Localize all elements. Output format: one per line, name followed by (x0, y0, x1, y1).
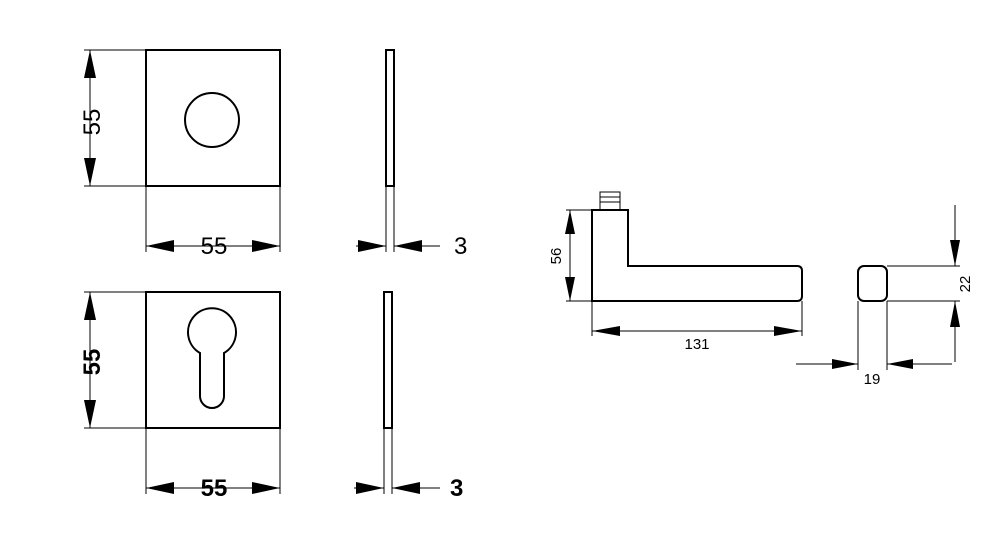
bar-width-dimension: 19 (796, 301, 952, 388)
cylinder-rosette-thickness-label: 3 (450, 475, 463, 502)
bar-height-label: 22 (957, 276, 974, 293)
cylinder-rosette-plate (145, 291, 281, 429)
round-rosette-side-view (385, 49, 395, 187)
cylinder-keyhole (187, 307, 237, 409)
cylinder-rosette-thickness-dimension: 3 (354, 428, 463, 502)
handle-length-label: 131 (684, 336, 709, 353)
cylinder-rosette-height-dimension: 55 (79, 291, 146, 429)
round-rosette-front-view (145, 49, 281, 187)
handle-lever-body (591, 209, 803, 302)
bar-height-dimension: 22 (887, 205, 974, 362)
cylinder-rosette-height-label: 55 (79, 349, 106, 376)
lever-handle-side-view (591, 191, 803, 302)
cylinder-rosette-width-dimension: 55 (145, 428, 281, 502)
lever-bar-cross-section (857, 265, 888, 302)
bar-width-label: 19 (864, 371, 881, 388)
round-rosette-width-label: 55 (201, 233, 228, 260)
cylinder-rosette-side-view (383, 291, 393, 429)
handle-length-dimension: 131 (591, 301, 803, 353)
handle-height-label: 56 (548, 248, 565, 265)
round-rosette-thickness-label: 3 (454, 233, 467, 260)
lever-bar-profile (857, 265, 888, 302)
handle-height-dimension: 56 (548, 209, 592, 302)
round-rosette-height-label: 55 (79, 109, 106, 136)
round-rosette-thickness-dimension: 3 (356, 186, 467, 260)
round-rosette-plate (145, 49, 281, 187)
handle-spindle (599, 191, 621, 211)
cylinder-rosette-front-view (145, 291, 281, 429)
round-rosette-width-dimension: 55 (145, 186, 281, 260)
round-rosette-hole (184, 92, 240, 148)
cylinder-rosette-side-plate (383, 291, 393, 429)
round-rosette-side-plate (385, 49, 395, 187)
round-rosette-height-dimension: 55 (79, 49, 146, 187)
cylinder-rosette-width-label: 55 (201, 475, 228, 502)
